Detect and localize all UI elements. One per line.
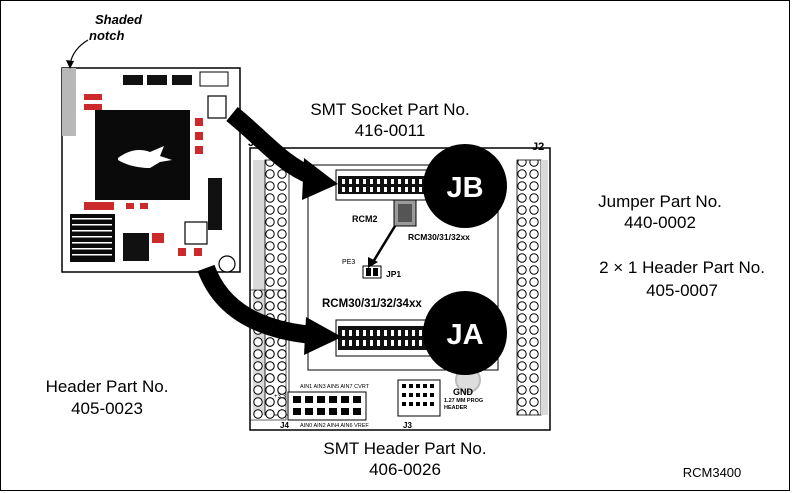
jp1-label: JP1 xyxy=(386,269,401,279)
module-side-chip xyxy=(208,178,222,230)
smt-header-label-line1: SMT Header Part No. xyxy=(323,439,487,458)
j3-label: J3 xyxy=(403,421,412,430)
arrow-to-ja xyxy=(197,264,313,344)
header-label-line2: 405-0023 xyxy=(71,399,143,418)
header2x1-label-line2: 405-0007 xyxy=(646,281,718,300)
jumper-label-line1: Jumper Part No. xyxy=(598,192,722,211)
jb-label: JB xyxy=(446,172,483,204)
pe3-label: PE3 xyxy=(342,259,355,266)
plus33-label: +3.3 xyxy=(274,394,287,400)
ja-socket-body xyxy=(338,326,434,350)
smt-header-label-line2: 406-0026 xyxy=(369,460,441,479)
jumper-label-line2: 440-0002 xyxy=(624,213,696,232)
header2x1-label-line1: 2 × 1 Header Part No. xyxy=(599,258,765,277)
rabbit-logo-icon xyxy=(118,146,172,168)
j2-header xyxy=(516,159,542,416)
rcm3400-module xyxy=(61,67,241,273)
figure-id-label: RCM3400 xyxy=(682,465,742,480)
j4-label: J4 xyxy=(280,421,289,430)
rcm-small-label: RCM30/31/32xx xyxy=(408,232,470,242)
ain-bottom-label: AIN0 AIN2 AIN4 AIN6 VREF xyxy=(300,423,369,429)
prog-header-line1: 1.27 MM PROG xyxy=(444,398,483,404)
prog-header-line2: HEADER xyxy=(444,405,467,411)
shaded-notch-area xyxy=(62,68,76,136)
prototyping-board xyxy=(249,147,551,431)
shaded-notch-label-line2: notch xyxy=(89,28,125,43)
rcm2-label: RCM2 xyxy=(352,214,378,224)
mounting-hole xyxy=(218,255,236,273)
shaded-notch-label-line1: Shaded xyxy=(95,12,142,27)
module-chip-small xyxy=(123,233,149,261)
smt-socket-label-line1: SMT Socket Part No. xyxy=(310,100,470,119)
arrow-to-jb xyxy=(226,107,316,185)
smt-socket-label-line2: 416-0011 xyxy=(354,121,426,140)
jb-socket-body xyxy=(338,176,434,194)
j2-shade xyxy=(541,160,548,415)
rcm-outline xyxy=(307,164,499,371)
ja-badge xyxy=(423,291,507,375)
jumper-pointer xyxy=(371,225,397,263)
header-label-line1: Header Part No. xyxy=(45,377,169,396)
gnd-label: GND xyxy=(453,387,474,397)
jp1-header xyxy=(362,265,382,279)
ja-label: JA xyxy=(446,319,483,351)
jb-badge xyxy=(423,144,507,228)
jumper-cap xyxy=(398,204,412,222)
ain-top-label: AIN1 AIN3 AIN5 AIN7 CVRT xyxy=(300,384,370,390)
j1-label: J1 xyxy=(248,137,260,149)
j2-label: J2 xyxy=(532,141,544,153)
rcm-large-label: RCM30/31/32/34xx xyxy=(322,298,422,310)
lower-left-pins xyxy=(249,289,287,421)
